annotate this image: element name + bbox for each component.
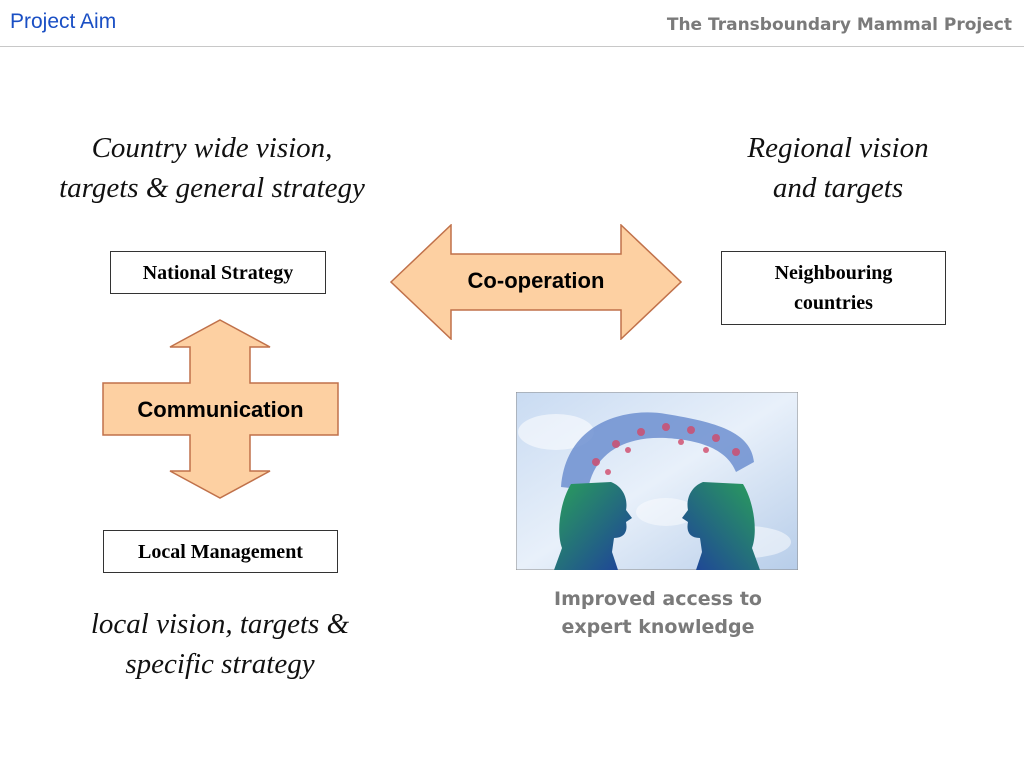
cooperation-arrow: Co-operation xyxy=(389,223,683,341)
local-management-label: Local Management xyxy=(138,540,303,563)
header-divider xyxy=(0,46,1024,47)
national-strategy-label: National Strategy xyxy=(142,261,294,284)
caption-line-1: Improved access to xyxy=(554,588,762,610)
regional-vision-line-1: Regional vision xyxy=(747,132,929,164)
local-vision-line-2: specific strategy xyxy=(125,648,315,680)
regional-vision-text: Regional vision and targets xyxy=(700,128,976,208)
regional-vision-line-2: and targets xyxy=(772,172,904,204)
caption-line-2: expert knowledge xyxy=(561,616,755,638)
project-name: The Transboundary Mammal Project xyxy=(666,15,1012,35)
knowledge-sharing-illustration xyxy=(515,391,799,571)
country-vision-line-1: Country wide vision, xyxy=(91,132,333,164)
two-heads-icon xyxy=(515,391,799,571)
local-vision-text: local vision, targets & specific strateg… xyxy=(40,604,400,684)
communication-arrow: Communication xyxy=(102,319,339,499)
local-vision-line-1: local vision, targets & xyxy=(90,608,350,640)
double-arrow-horizontal-icon xyxy=(389,223,683,341)
double-arrow-vertical-icon xyxy=(102,319,339,499)
neighbouring-label-line-2: countries xyxy=(794,292,873,314)
national-strategy-box: National Strategy xyxy=(110,251,326,294)
cooperation-label: Co-operation xyxy=(467,268,605,293)
neighbouring-countries-box: Neighbouring countries xyxy=(721,251,946,325)
page-title: Project Aim xyxy=(10,10,117,33)
neighbouring-label-line-1: Neighbouring xyxy=(774,262,893,284)
illustration-caption: Improved access to expert knowledge xyxy=(500,585,816,641)
local-management-box: Local Management xyxy=(103,530,338,573)
country-vision-text: Country wide vision, targets & general s… xyxy=(20,128,404,208)
country-vision-line-2: targets & general strategy xyxy=(59,172,365,204)
communication-label: Communication xyxy=(137,397,304,422)
